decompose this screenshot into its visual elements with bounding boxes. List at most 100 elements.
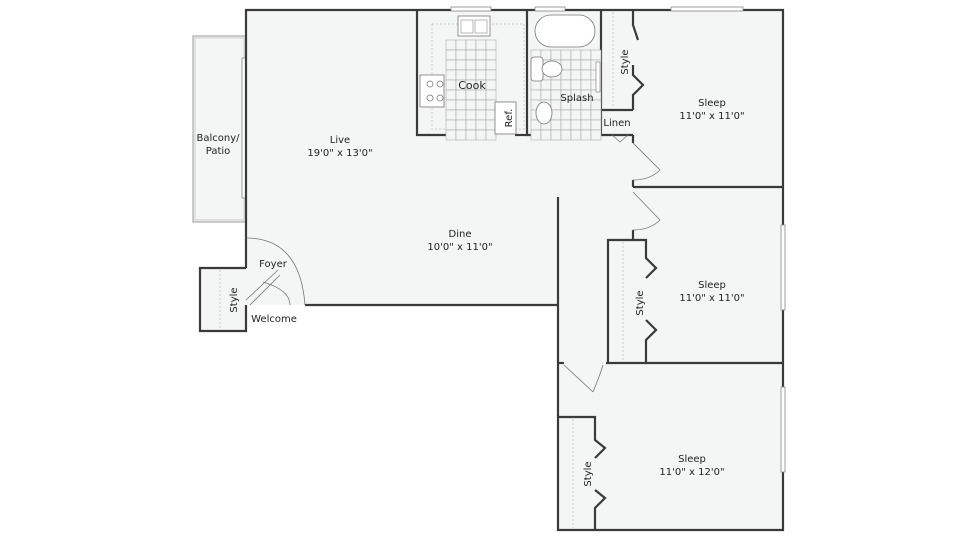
floor-tile (465, 129, 477, 141)
welcome-label: Welcome (251, 314, 297, 325)
floor-tile (580, 119, 592, 131)
floor-tile (465, 59, 477, 71)
floor-tile (540, 129, 552, 141)
cook-label: Cook (458, 79, 486, 92)
floor-tile (445, 119, 457, 131)
floor-tile (580, 49, 592, 61)
floor-tile (570, 69, 582, 81)
floor-tile (570, 119, 582, 131)
floor-tile (445, 89, 457, 101)
window (450, 6, 492, 12)
dine-size: 10'0" x 11'0" (427, 242, 492, 253)
floor-tile (445, 69, 457, 81)
live-label: Live (330, 135, 350, 146)
sink-icon (457, 15, 491, 37)
floor-tile (455, 129, 467, 141)
floor-tile (455, 49, 467, 61)
floor-tile (455, 39, 467, 51)
floor-tile (590, 109, 602, 121)
floor-tile (485, 99, 497, 111)
floor-tile (570, 109, 582, 121)
floor-tile (580, 59, 592, 71)
floor-tile (455, 59, 467, 71)
sleep1-label: Sleep (698, 98, 726, 109)
floor-tile (530, 79, 542, 91)
floor-tile (580, 109, 592, 121)
floor-tile (550, 119, 562, 131)
floor-tile (475, 59, 487, 71)
floor-tile (445, 39, 457, 51)
linen-label: Linen (603, 118, 630, 129)
floor-tile (485, 79, 497, 91)
bathtub-icon (534, 14, 596, 48)
floor-tile (570, 49, 582, 61)
floor-tile (590, 49, 602, 61)
sleep1-size: 11'0" x 11'0" (679, 111, 744, 122)
floor-tile (570, 59, 582, 71)
floor-tile (465, 49, 477, 61)
sleep3-size: 11'0" x 12'0" (659, 467, 724, 478)
floor-tile (580, 129, 592, 141)
floor-tile (465, 119, 477, 131)
ref-label: Ref. (504, 109, 515, 128)
floor-tile (445, 59, 457, 71)
floor-tile (445, 79, 457, 91)
bathroom-sink-icon (535, 101, 553, 125)
floor-tile (560, 129, 572, 141)
floor-tile (455, 119, 467, 131)
floor-tile (465, 39, 477, 51)
window (534, 6, 566, 12)
floor-tile (550, 49, 562, 61)
floor-tile (560, 119, 572, 131)
floor-tile (475, 99, 487, 111)
floor-tile (475, 49, 487, 61)
sleep3-label: Sleep (678, 454, 706, 465)
floor-tile (445, 99, 457, 111)
floor-tile (475, 109, 487, 121)
floor-tile (580, 79, 592, 91)
closet-label: Style (620, 49, 631, 74)
stove-icon (419, 74, 445, 108)
floor-tile (570, 79, 582, 91)
floor-tile (485, 39, 497, 51)
floor-tile (550, 79, 562, 91)
floor-tile (455, 99, 467, 111)
foyer-label: Foyer (259, 259, 288, 270)
bath-fixtures (530, 14, 601, 125)
closet-label: Style (583, 461, 594, 486)
floor-tile (550, 129, 562, 141)
floor-tile (580, 69, 592, 81)
floor-tile (465, 99, 477, 111)
floor-area (246, 10, 783, 530)
floor-tile (485, 119, 497, 131)
balcony-label: Balcony/ (196, 133, 240, 144)
splash-label: Splash (560, 93, 593, 104)
floor-tile (475, 119, 487, 131)
floor-tile (485, 129, 497, 141)
floor-tile (530, 129, 542, 141)
floor-tile (590, 129, 602, 141)
floor-tile (485, 49, 497, 61)
entry-closet-area (200, 268, 246, 331)
floor-tile (465, 109, 477, 121)
live-size: 19'0" x 13'0" (307, 148, 372, 159)
floor-tile (485, 69, 497, 81)
floor-tile (445, 129, 457, 141)
window (780, 224, 786, 311)
floor-tile (485, 109, 497, 121)
floor-tile (560, 59, 572, 71)
floor-tile (560, 49, 572, 61)
refrigerator-icon (494, 101, 517, 135)
floor-tile (560, 109, 572, 121)
floor-tile (560, 69, 572, 81)
floor-tile (590, 119, 602, 131)
toilet-icon (530, 56, 544, 82)
floor-tile (540, 89, 552, 101)
balcony-label: Patio (206, 146, 231, 157)
floor-tile (560, 79, 572, 91)
balcony-area (193, 36, 246, 222)
floor-tile (570, 129, 582, 141)
closet-label: Style (229, 287, 240, 312)
floor-tile (475, 129, 487, 141)
